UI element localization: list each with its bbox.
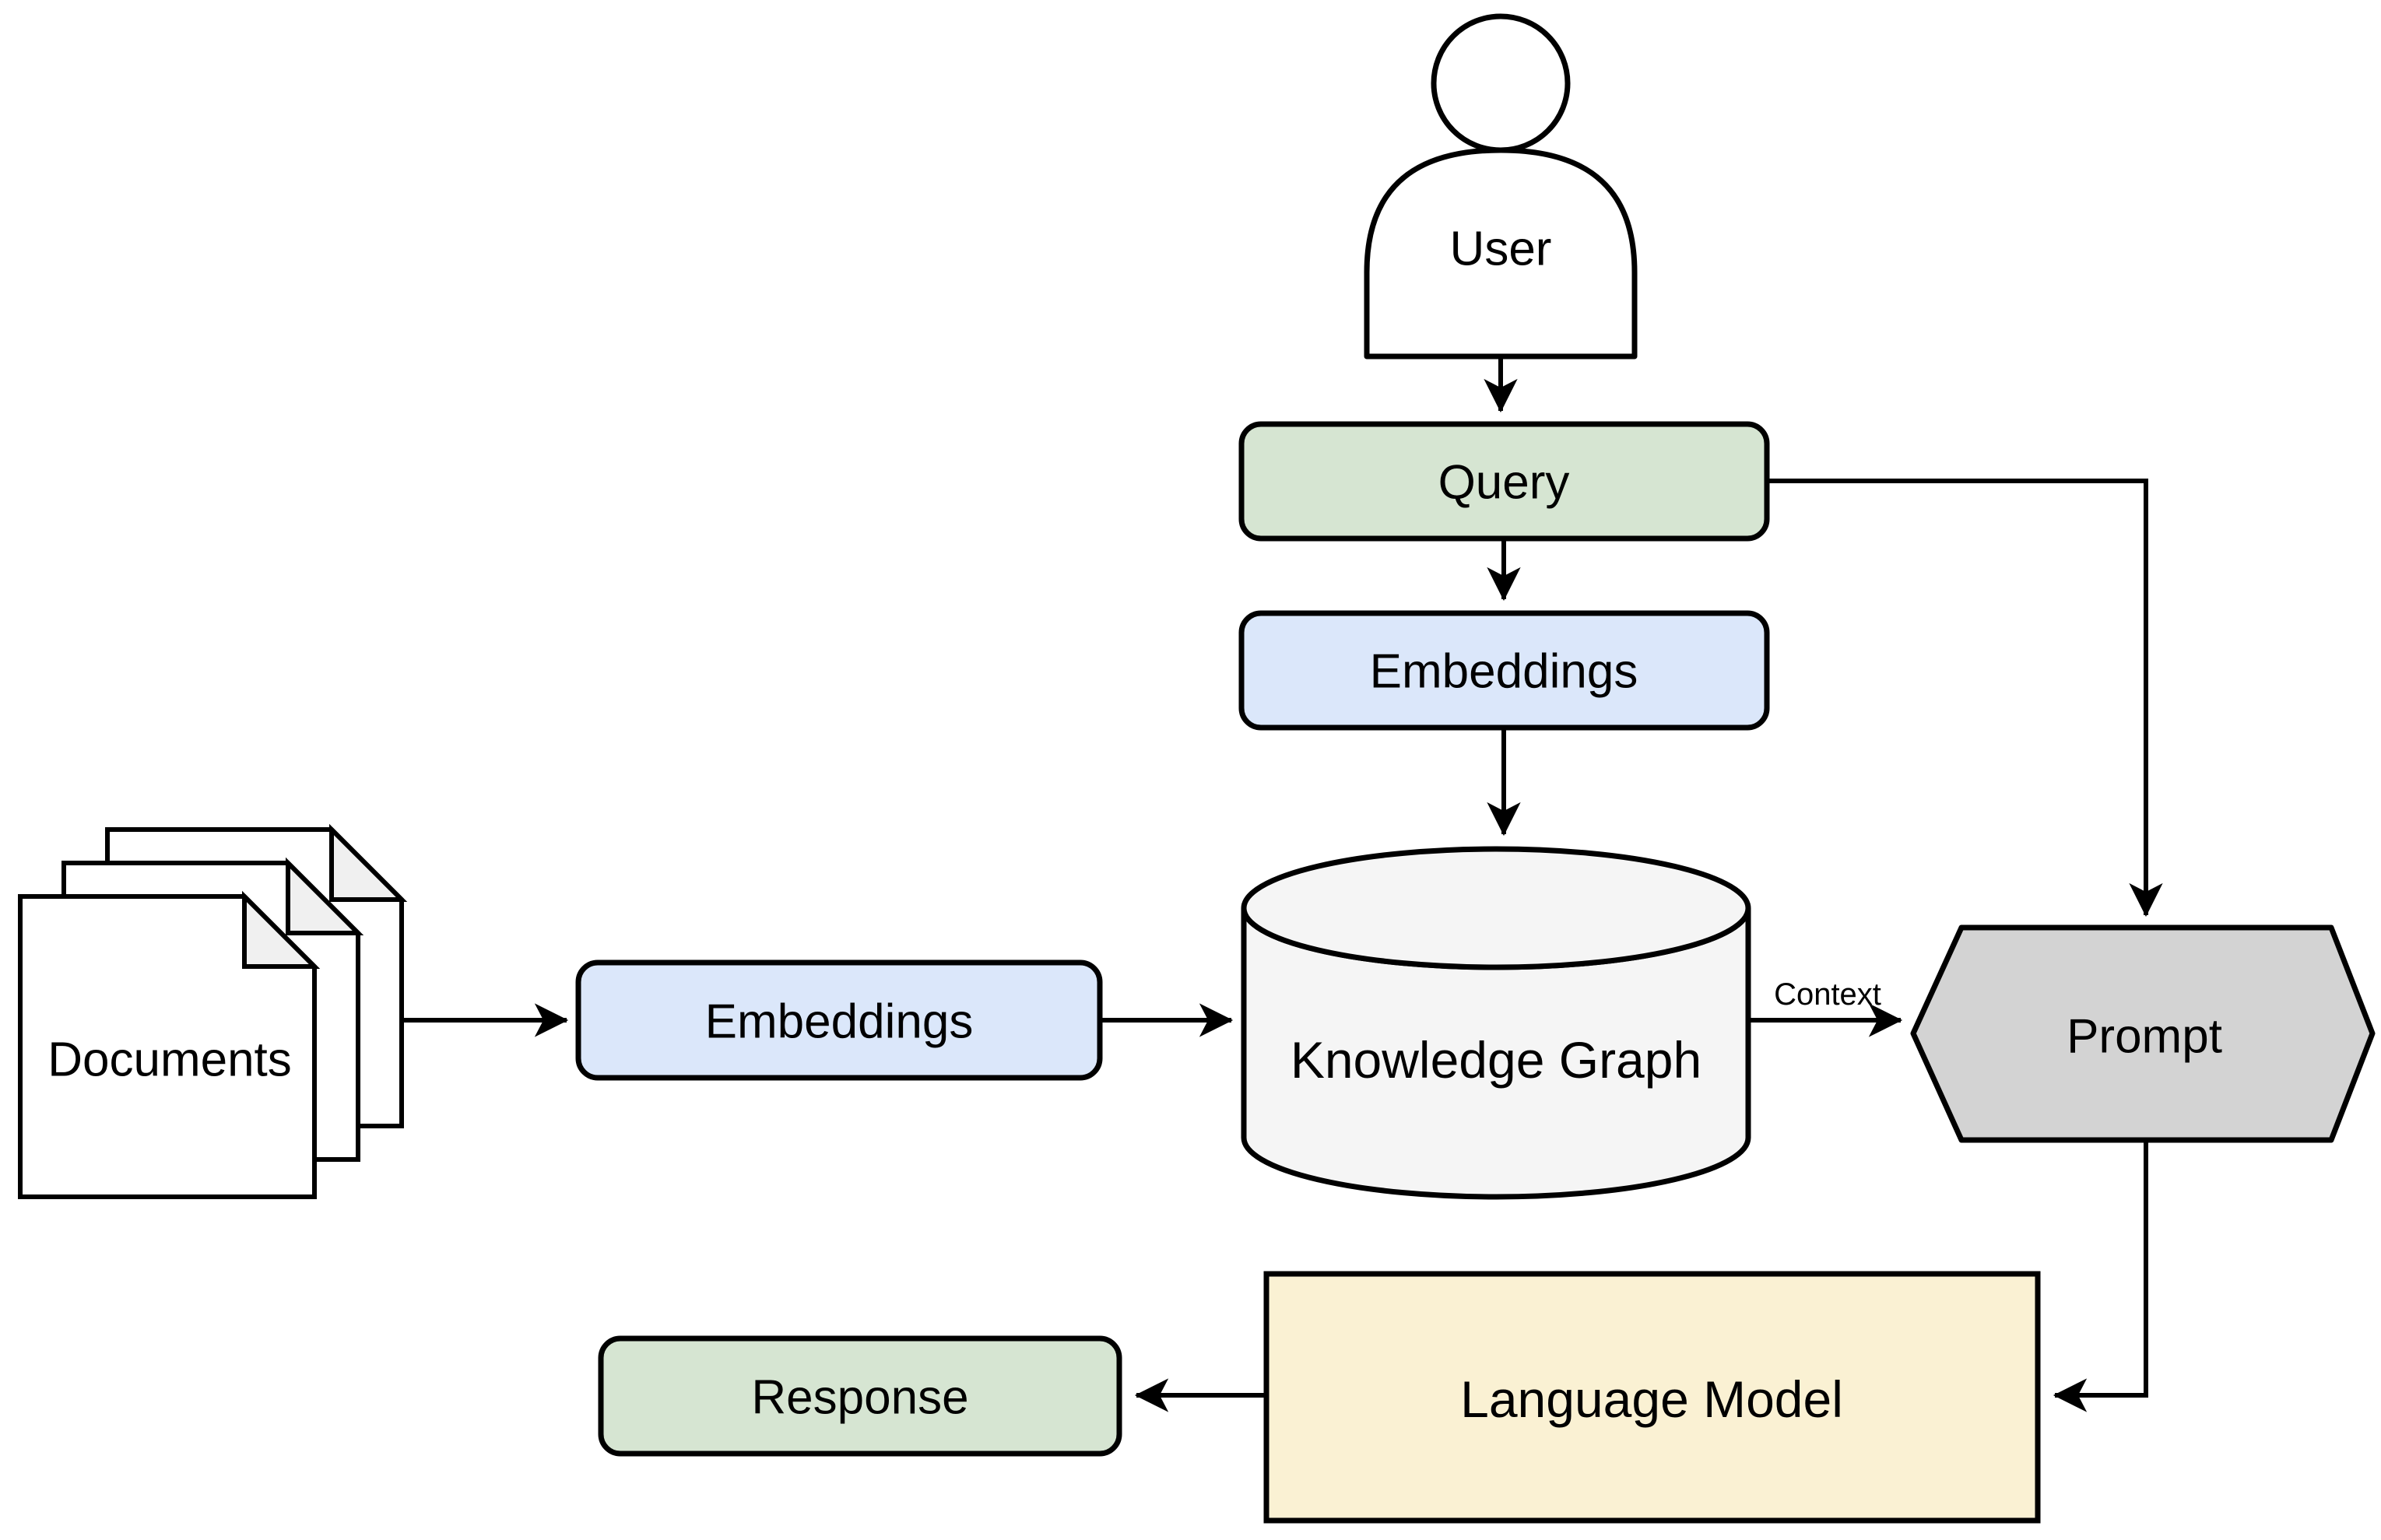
documents-label: Documents: [47, 1033, 292, 1087]
node-response: Response: [598, 1335, 1122, 1457]
document-page-back-fold-icon: [329, 823, 408, 902]
prompt-label: Prompt: [2067, 1010, 2222, 1064]
user-head-icon: [1431, 13, 1571, 153]
language-model-box: [1263, 1271, 2041, 1524]
user-label: User: [1450, 223, 1552, 276]
node-language-model: Language Model: [1263, 1271, 2041, 1524]
edge-query-prompt: [1767, 479, 2163, 917]
query-embeddings-box: [1238, 610, 1770, 731]
response-label: Response: [751, 1371, 968, 1425]
node-user: User: [1364, 13, 1638, 360]
query-embeddings-label: Embeddings: [1370, 645, 1638, 699]
node-prompt: Prompt: [1910, 924, 2376, 1143]
document-page-front: [18, 894, 317, 1199]
node-doc-embeddings: Embeddings: [575, 959, 1103, 1081]
user-body-icon: [1364, 147, 1638, 360]
response-box: [598, 1335, 1122, 1457]
edge-prompt-language-model: [2053, 1140, 2148, 1412]
language-model-label: Language Model: [1460, 1370, 1843, 1428]
context-edge-label: Context: [1774, 977, 1881, 1012]
doc-embeddings-label: Embeddings: [705, 995, 974, 1049]
doc-embeddings-box: [575, 959, 1103, 1081]
node-query: Query: [1238, 421, 1770, 542]
node-query-embeddings: Embeddings: [1238, 610, 1770, 731]
knowledge-graph-cylinder-top: [1241, 846, 1751, 970]
knowledge-graph-label: Knowledge Graph: [1291, 1031, 1701, 1089]
node-documents: Documents: [18, 823, 408, 1199]
document-page-middle-fold-icon: [286, 857, 364, 935]
query-label: Query: [1438, 456, 1570, 510]
query-box: [1238, 421, 1770, 542]
document-page-front-fold-icon: [242, 890, 321, 969]
node-knowledge-graph: Knowledge Graph: [1241, 846, 1751, 1200]
prompt-hexagon: [1910, 924, 2376, 1143]
